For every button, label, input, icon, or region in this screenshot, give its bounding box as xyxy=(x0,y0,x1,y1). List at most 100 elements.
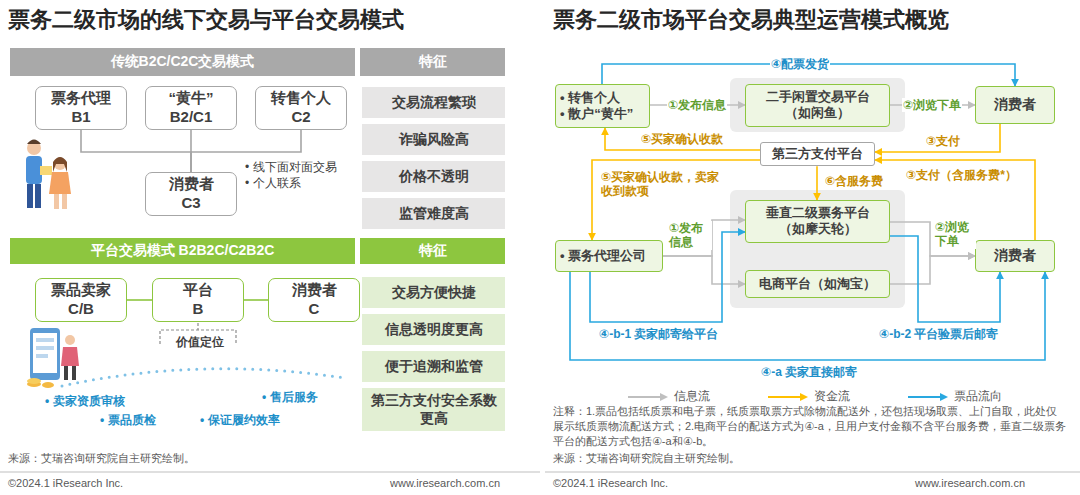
connector xyxy=(81,130,191,172)
text-label: 价值定位 xyxy=(174,335,226,350)
text-label: www.iresearch.com.cn xyxy=(390,477,500,491)
feature-box: 交易流程繁琐 xyxy=(362,87,505,118)
feature-box: 信息透明度更高 xyxy=(362,314,505,345)
head xyxy=(65,335,75,345)
header-band: 特征 xyxy=(360,238,505,264)
edge-label: ④-b-1 卖家邮寄给平台 xyxy=(598,327,720,341)
edge-label: ②浏览下单 xyxy=(902,98,962,112)
box-text: “黄牛” xyxy=(169,89,214,108)
dotted-arc xyxy=(62,369,345,386)
coin xyxy=(42,382,54,388)
edge-label: ④配票发货 xyxy=(770,57,830,71)
box-text: 消费者 xyxy=(292,281,337,300)
legend-item: 信息流 xyxy=(628,388,710,405)
text-label: ©2024.1 iResearch Inc. xyxy=(8,477,123,491)
edge-label: ④-a 卖家直接邮寄 xyxy=(760,365,858,379)
text-label: 来源：艾瑞咨询研究院自主研究绘制。 xyxy=(553,452,740,466)
leg xyxy=(35,184,41,208)
box-text: • 散户“黄牛” xyxy=(560,106,633,122)
leg xyxy=(54,194,59,209)
legend-text: 资金流 xyxy=(814,388,850,405)
leg xyxy=(72,366,76,380)
hair xyxy=(27,140,41,145)
body xyxy=(49,172,71,194)
box-text: 垂直二级票务平台（如摩天轮） xyxy=(754,205,881,238)
edge-label: ③支付 xyxy=(925,134,961,148)
leg xyxy=(27,184,33,208)
box-text: 消费者 xyxy=(994,247,1036,265)
header-band: 传统B2C/C2C交易模式 xyxy=(10,48,355,76)
connector xyxy=(570,272,1045,360)
text-label: • 线下面对面交易 xyxy=(245,160,337,175)
phone xyxy=(30,328,60,380)
consumer-box: 消费者 xyxy=(975,240,1055,272)
box-text: C xyxy=(309,300,320,319)
platform-box: 电商平台（如淘宝） xyxy=(745,270,890,298)
legend-line xyxy=(768,396,801,398)
edge-label: ⑤买家确认收款，卖家收到款项 xyxy=(600,170,727,199)
box-text: 第三方支付安全系数更高 xyxy=(368,392,499,427)
box-text: 交易方便快捷 xyxy=(392,284,476,302)
text-label: • 保证履约效率 xyxy=(200,413,280,428)
legend-swatch xyxy=(768,392,808,402)
connector xyxy=(663,220,745,256)
phone-screen xyxy=(33,333,57,373)
feature-box: 监管难度高 xyxy=(362,198,505,229)
box-text: • 票务代理公司 xyxy=(560,248,646,264)
payment-box: 第三方支付平台 xyxy=(760,142,875,166)
connector xyxy=(663,256,745,284)
text-label: 票务二级市场平台交易典型运营模式概览 xyxy=(553,6,949,34)
screen-line xyxy=(36,346,54,350)
edge-label: ①发布信息 xyxy=(668,221,712,250)
text-label: ©2024.1 iResearch Inc. xyxy=(553,477,668,491)
leg xyxy=(62,194,67,209)
box-text: 信息透明度更高 xyxy=(385,321,483,339)
process-box: 票务代理B1 xyxy=(35,86,127,130)
box-text: 消费者 xyxy=(169,175,214,194)
footer-rule xyxy=(0,472,540,473)
header-band: 平台交易模式 B2B2C/C2B2C xyxy=(10,238,355,264)
legend-arrowhead xyxy=(800,393,808,401)
feature-box: 交易方便快捷 xyxy=(362,277,505,308)
feature-box: 诈骗风险高 xyxy=(362,124,505,155)
edge-label: ②浏览下单 xyxy=(934,220,976,249)
legend-arrowhead xyxy=(660,393,668,401)
title: 票务二级市场的线下交易与平台交易模式 xyxy=(8,6,404,34)
process-box: 平台B xyxy=(152,278,244,322)
platform-box: 垂直二级票务平台（如摩天轮） xyxy=(745,200,890,243)
process-box: 消费者C3 xyxy=(145,172,237,216)
box-text: 特征 xyxy=(419,53,447,71)
box-text: 第三方支付平台 xyxy=(772,146,863,162)
box-text: 特征 xyxy=(419,242,447,260)
process-box: 消费者C xyxy=(268,278,360,322)
box-text: C2 xyxy=(291,108,310,127)
legend-line xyxy=(628,396,661,398)
box-text: 价格不透明 xyxy=(399,168,469,186)
text-label: 来源：艾瑞咨询研究院自主研究绘制。 xyxy=(8,452,195,466)
legend-swatch xyxy=(908,392,948,402)
platform-box: 二手闲置交易平台（如闲鱼） xyxy=(745,84,890,127)
header-band: 特征 xyxy=(360,48,505,76)
screen-line xyxy=(36,354,48,358)
text-label: • 票品质检 xyxy=(100,413,156,428)
box-text: B1 xyxy=(71,108,90,127)
edge-label: ⑤买家确认收款 xyxy=(640,132,724,146)
legend-arrowhead xyxy=(940,393,948,401)
box-text: • 转售个人 xyxy=(560,90,620,106)
box-text: 二手闲置交易平台（如闲鱼） xyxy=(754,89,881,122)
seller-box: • 票务代理公司 xyxy=(555,240,663,272)
connector xyxy=(244,299,268,301)
connector xyxy=(127,299,152,301)
legend-item: 票品流向 xyxy=(908,388,1002,405)
box-text: 转售个人 xyxy=(271,89,331,108)
leg xyxy=(64,366,68,380)
text-label: • 售后服务 xyxy=(262,390,318,405)
edge-label: ③支付（含服务费*） xyxy=(905,168,1018,182)
body xyxy=(61,347,79,366)
box-text: 消费者 xyxy=(994,96,1036,114)
process-box: “黄牛”B2/C1 xyxy=(145,86,237,130)
box-text: B xyxy=(193,300,204,319)
legend-text: 票品流向 xyxy=(954,388,1002,405)
seller-box: • 转售个人• 散户“黄牛” xyxy=(555,84,650,128)
